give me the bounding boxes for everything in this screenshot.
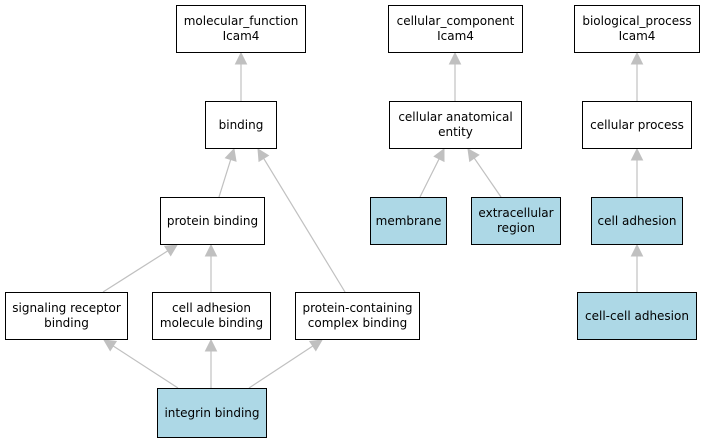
node-biological-process-root[interactable]: biological_process Icam4 [574,5,700,53]
node-label-line-1: protein-containing [302,301,413,315]
node-molecular-function-root[interactable]: molecular_function Icam4 [176,5,306,53]
edge-arrowhead-membrane-to-cellular_anatomical_entity [433,147,445,163]
node-cell-adhesion[interactable]: cell adhesion [591,197,683,245]
node-label-line-2: complex binding [307,316,408,330]
node-label-line-2: Icam4 [222,29,260,43]
node-cell-adhesion-molecule-binding[interactable]: cell adhesion molecule binding [152,292,271,340]
node-label-line-1: extracellular [478,206,554,220]
edge-arrowhead-integrin_binding-to-cell_adhesion_molecule_binding [204,338,218,352]
node-cellular-component-root[interactable]: cellular_component Icam4 [388,5,523,53]
edge-arrowhead-protein_containing_complex_binding-to-binding [257,148,270,163]
node-signaling-receptor-binding[interactable]: signaling receptor binding [5,292,128,340]
node-cell-cell-adhesion[interactable]: cell-cell adhesion [577,292,697,340]
edge-line-signaling_receptor_binding-to-protein_binding [102,250,169,293]
edge-line-protein_containing_complex_binding-to-binding [263,158,346,293]
node-label-line-2: region [497,221,535,235]
node-label-line-2: binding [44,316,89,330]
edge-line-integrin_binding-to-protein_containing_complex_binding [248,345,314,389]
edge-arrowhead-binding-to-mf_root [234,51,248,65]
node-label-line-1: signaling receptor [12,301,121,315]
edge-line-protein_binding-to-binding [218,159,232,198]
edge-arrowhead-cell_adhesion-to-cellular_process [630,147,644,161]
edge-arrowhead-protein_binding-to-binding [224,147,237,162]
node-cellular-process[interactable]: cellular process [582,101,692,149]
node-label-line-1: molecular_function [183,14,299,28]
node-label-line-1: cell adhesion [597,213,677,228]
edge-line-extracellular_region-to-cellular_anatomical_entity [473,157,502,198]
node-membrane[interactable]: membrane [370,197,447,245]
node-extracellular-region[interactable]: extracellular region [471,197,561,245]
node-label-line-1: cellular_component [396,14,515,28]
node-label-line-1: integrin binding [164,405,260,420]
node-integrin-binding[interactable]: integrin binding [157,388,267,438]
node-label-line-1: cell-cell adhesion [585,308,689,323]
node-protein-containing-complex-binding[interactable]: protein-containing complex binding [295,292,420,340]
edge-arrowhead-integrin_binding-to-signaling_receptor_binding [103,339,118,352]
node-label-line-1: cell adhesion [172,301,251,315]
node-label-line-1: binding [218,117,264,132]
edge-arrowhead-signaling_receptor_binding-to-protein_binding [163,244,178,257]
edge-arrowhead-cell_adhesion_molecule_binding-to-protein_binding [204,243,218,257]
node-label-line-1: cellular anatomical [398,110,513,124]
node-label-line-2: Icam4 [437,29,474,43]
edge-line-membrane-to-cellular_anatomical_entity [419,158,440,198]
node-binding[interactable]: binding [205,101,277,149]
edge-arrowhead-cell_cell_adhesion-to-cell_adhesion [630,243,644,257]
node-label-line-2: molecule binding [159,316,264,330]
node-label-line-1: cellular process [590,117,684,132]
edge-arrowhead-extracellular_region-to-cellular_anatomical_entity [467,148,480,163]
node-label-line-1: membrane [375,213,442,228]
edge-arrowhead-cellular_anatomical_entity-to-cc_root [448,51,462,65]
edge-arrowhead-cellular_process-to-bp_root [630,51,644,65]
node-protein-binding[interactable]: protein binding [160,197,265,245]
node-label-line-1: protein binding [166,213,259,228]
edge-arrowhead-integrin_binding-to-protein_containing_complex_binding [308,339,323,352]
node-label-line-2: Icam4 [618,29,656,43]
node-label-line-2: entity [438,125,473,139]
node-label-line-1: biological_process [582,14,692,28]
edge-line-integrin_binding-to-signaling_receptor_binding [112,345,179,389]
node-cellular-anatomical-entity[interactable]: cellular anatomical entity [389,101,522,149]
